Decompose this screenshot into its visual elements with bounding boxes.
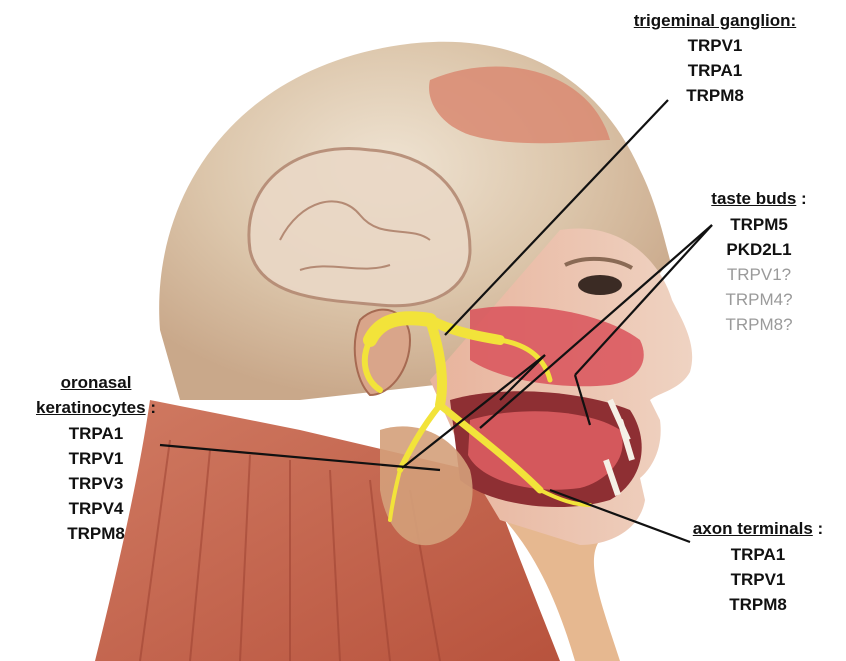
channel-label: TRPV1 [18, 446, 174, 471]
callout-axon-terminals: axon terminals : TRPA1 TRPV1 TRPM8 [668, 516, 846, 617]
callout-taste-buds: taste buds : TRPM5 PKD2L1 TRPV1? TRPM4? … [684, 186, 834, 337]
channel-label: TRPA1 [18, 421, 174, 446]
channel-label: TRPV3 [18, 471, 174, 496]
heading-colon: : [796, 189, 806, 208]
uncertain-channel-label: TRPV1? [684, 262, 834, 287]
channel-label: TRPM8 [668, 592, 846, 617]
heading-colon: : [813, 519, 823, 538]
heading-colon: : [146, 398, 156, 417]
callout-heading: taste buds [711, 189, 796, 208]
callout-heading-row: axon terminals : [668, 516, 846, 542]
callout-heading-row: keratinocytes : [18, 395, 174, 421]
callout-heading: axon terminals [693, 519, 813, 538]
eye [578, 275, 622, 295]
channel-label: PKD2L1 [684, 237, 834, 262]
channel-label: TRPA1 [668, 542, 846, 567]
channel-label: TRPA1 [600, 58, 830, 83]
callout-trigeminal-ganglion: trigeminal ganglion: TRPV1 TRPA1 TRPM8 [600, 8, 830, 108]
channel-label: TRPM5 [684, 212, 834, 237]
uncertain-channel-label: TRPM8? [684, 312, 834, 337]
channel-label: TRPM8 [600, 83, 830, 108]
callout-heading-line1: oronasal [18, 370, 174, 395]
callout-heading-row: taste buds : [684, 186, 834, 212]
callout-heading-line2: keratinocytes [36, 398, 146, 417]
channel-label: TRPV4 [18, 496, 174, 521]
channel-label: TRPM8 [18, 521, 174, 546]
channel-label: TRPV1 [600, 33, 830, 58]
callout-heading: trigeminal ganglion: [600, 8, 830, 33]
callout-oronasal-keratinocytes: oronasal keratinocytes : TRPA1 TRPV1 TRP… [18, 370, 174, 546]
uncertain-channel-label: TRPM4? [684, 287, 834, 312]
channel-label: TRPV1 [668, 567, 846, 592]
